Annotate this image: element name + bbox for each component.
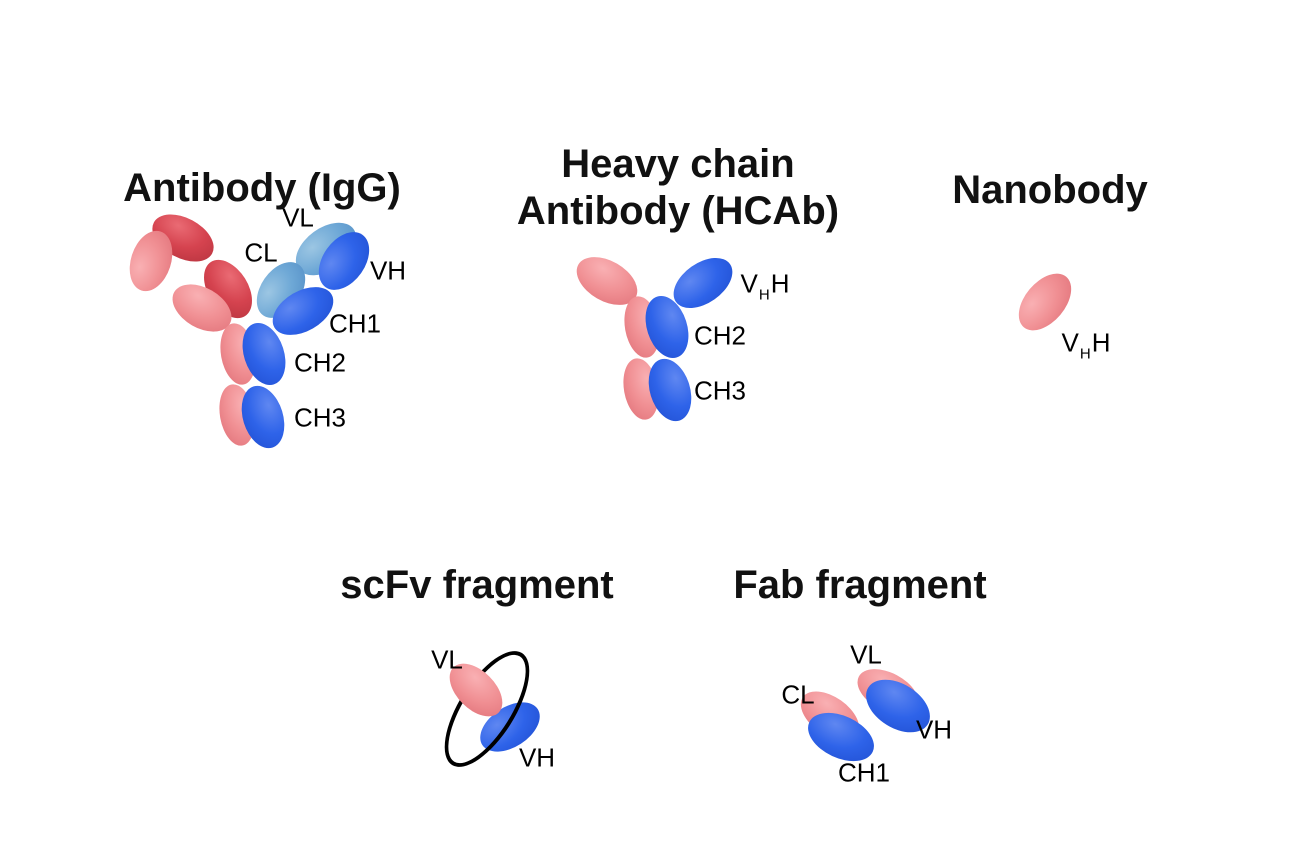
hcab-ch3-label: CH3 (693, 375, 747, 406)
igg-ch1-label: CH1 (328, 308, 382, 339)
fab-cl-label: CL (781, 679, 815, 710)
nanobody-title: Nanobody (952, 168, 1148, 213)
igg-vh-label: VH (369, 255, 407, 286)
igg-title: Antibody (IgG) (123, 166, 401, 211)
hcab-title-line1: Heavy chain (561, 142, 795, 187)
hcab-title: Heavy chain Antibody (HCAb) (517, 141, 839, 235)
igg-ch3-label: CH3 (293, 402, 347, 433)
igg-vl-label: VL (282, 202, 314, 233)
igg-cl-label: CL (244, 237, 278, 268)
hcab-vhh-label: VHH (740, 268, 790, 304)
igg-ch2-label: CH2 (293, 347, 347, 378)
hcab-ch2-label: CH2 (693, 320, 747, 351)
fab-ch1-label: CH1 (837, 757, 891, 788)
scfv-vh-label: VH (518, 742, 556, 773)
scfv-title: scFv fragment (340, 563, 614, 608)
fab-title: Fab fragment (733, 563, 987, 608)
fab-vh-label: VH (915, 714, 953, 745)
hcab-title-line2: Antibody (HCAb) (516, 189, 840, 234)
fab-vl-label: VL (850, 639, 882, 670)
scfv-vl-label: VL (431, 644, 463, 675)
nanobody-vhh-label: VHH (1061, 327, 1111, 363)
